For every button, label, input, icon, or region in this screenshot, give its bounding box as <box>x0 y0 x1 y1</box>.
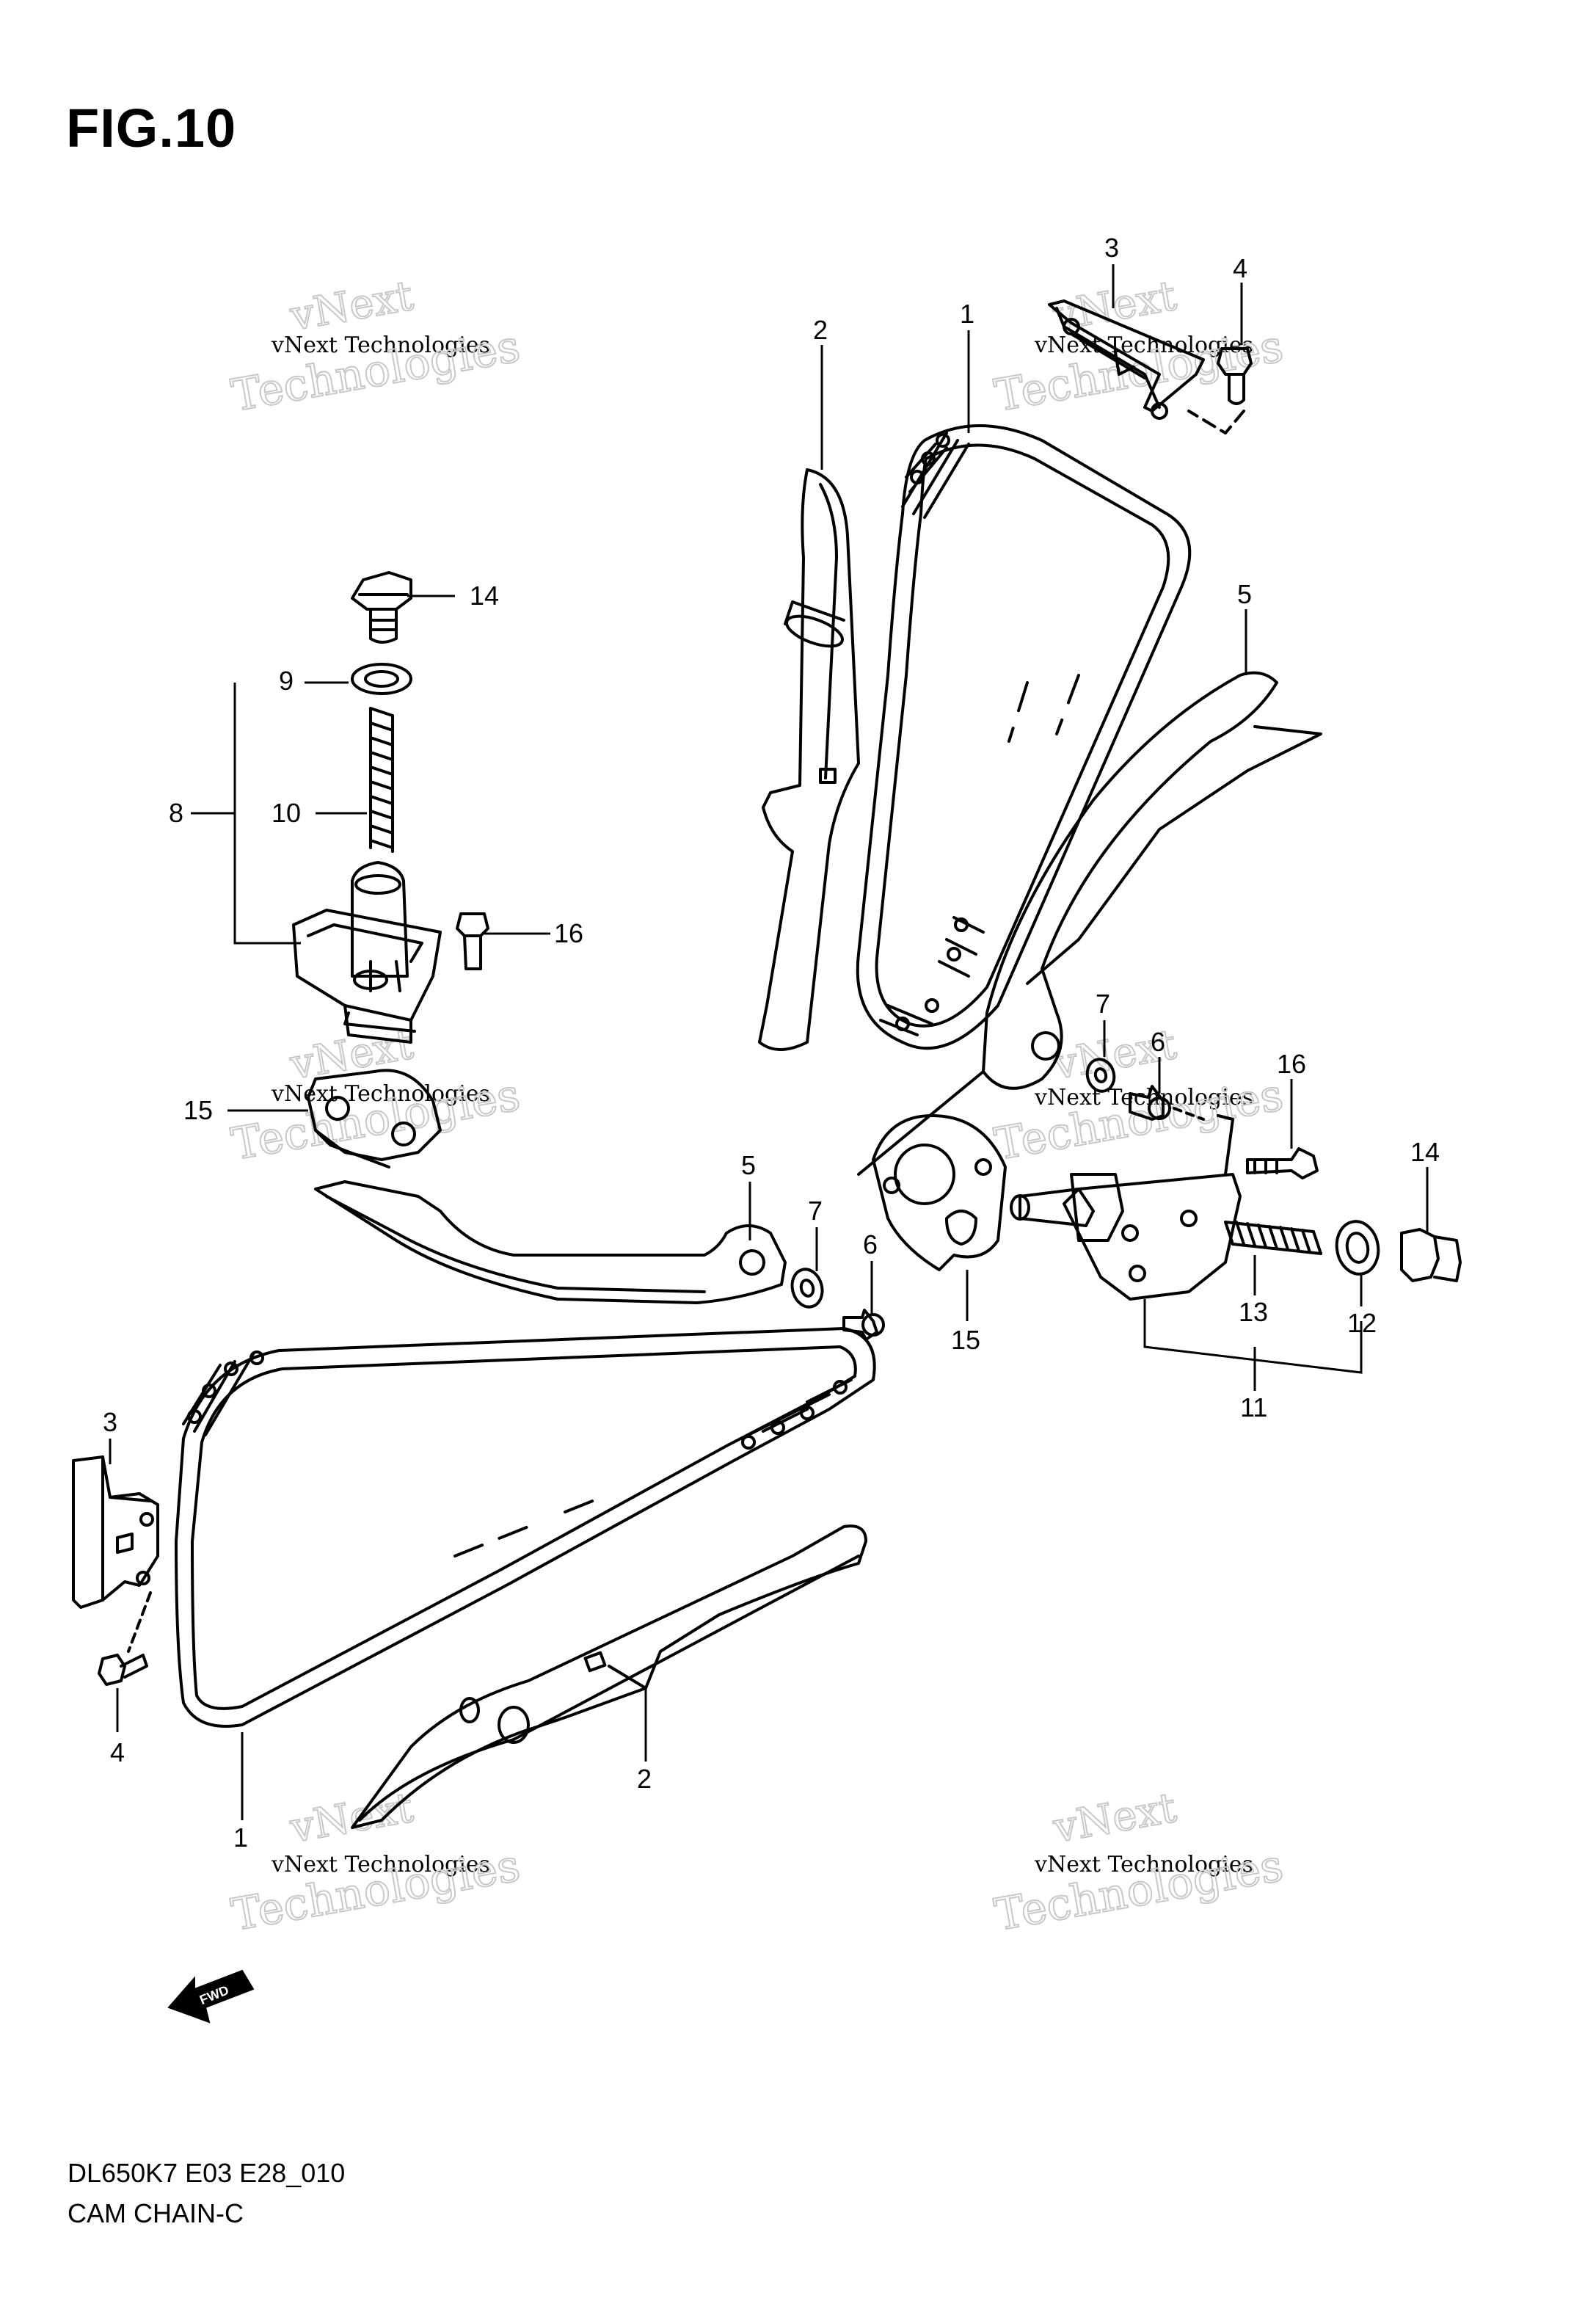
svg-text:vNext: vNext <box>286 272 417 341</box>
chain-guide-bracket-top <box>1048 299 1205 420</box>
dash-bolt6-right <box>1173 1107 1205 1121</box>
diagram-code: DL650K7 E03 E28_010 <box>68 2158 346 2188</box>
callout-5-right: 5 <box>1237 579 1252 609</box>
tensioner-body-11 <box>1010 1173 1242 1301</box>
watermark-mid-left: vNext Technologies vNext Technologies <box>227 1020 524 1171</box>
spring-13 <box>1224 1221 1322 1255</box>
callout-5-mid: 5 <box>741 1150 756 1180</box>
leader-lines <box>109 264 1429 1820</box>
washer-9 <box>351 663 412 695</box>
callout-3-bottom: 3 <box>103 1407 117 1437</box>
chain-links-lower-right <box>740 1378 853 1450</box>
washer-12 <box>1335 1220 1380 1276</box>
callout-15-mid: 15 <box>951 1325 980 1355</box>
tensioner-body-8 <box>292 861 442 1044</box>
cam-chain-upper <box>856 424 1192 1050</box>
callout-6-mid: 6 <box>863 1229 878 1259</box>
watermark-bottom-right: vNext Technologies vNext Technologies <box>990 1784 1287 1942</box>
figure-title: FIG.10 <box>66 98 237 159</box>
callout-7-right: 7 <box>1096 989 1110 1019</box>
svg-text:vNext Technologies: vNext Technologies <box>1034 332 1253 358</box>
svg-text:vNext Technologies: vNext Technologies <box>1034 1852 1253 1877</box>
bolt-4-lower <box>98 1654 148 1686</box>
callout-14-right: 14 <box>1410 1137 1440 1167</box>
callout-10: 10 <box>272 798 301 828</box>
chain-links-upper-top <box>901 432 970 519</box>
callout-15-left: 15 <box>183 1095 213 1125</box>
bolt-16-left <box>456 912 489 970</box>
bolt-14-left <box>351 571 412 644</box>
chain-guide-lower <box>351 1524 867 1829</box>
callout-11: 11 <box>1240 1392 1267 1422</box>
callout-1-bottom: 1 <box>233 1822 248 1853</box>
svg-text:vNext Technologies: vNext Technologies <box>271 332 490 358</box>
callout-16-left: 16 <box>554 918 583 948</box>
bolt-14-right <box>1400 1228 1462 1282</box>
callout-1-top: 1 <box>960 299 974 329</box>
washer-7-right <box>1085 1058 1116 1093</box>
bolt-6-mid <box>842 1309 885 1341</box>
gasket-15-left <box>307 1069 442 1168</box>
chain-tensioner-upper-right <box>982 671 1322 1090</box>
callout-3-top: 3 <box>1104 233 1119 263</box>
cam-chain-lower <box>175 1327 876 1728</box>
callout-7-mid: 7 <box>808 1196 823 1226</box>
chain-guide-upper <box>758 468 860 1051</box>
callout-9: 9 <box>279 666 294 696</box>
callout-2-top: 2 <box>813 315 828 345</box>
watermark-top-left: vNext Technologies vNext Technologies <box>227 272 524 423</box>
callout-14-left: 14 <box>470 581 499 611</box>
fwd-arrow-icon: FWD <box>167 1969 255 2024</box>
bolt-top-4 <box>1217 347 1253 405</box>
chain-tensioner-middle <box>314 1180 787 1304</box>
callout-6-right: 6 <box>1151 1027 1165 1057</box>
svg-text:vNext: vNext <box>286 1021 417 1089</box>
bolt-6-right <box>1129 1085 1171 1121</box>
chain-guide-bracket-lower <box>72 1455 159 1609</box>
bolt-16-right <box>1246 1147 1319 1179</box>
callout-labels: 1 2 3 4 5 14 9 8 10 16 15 7 6 16 14 5 7 … <box>103 233 1440 1853</box>
callout-2-bottom: 2 <box>637 1764 652 1794</box>
callout-16-right: 16 <box>1277 1049 1306 1079</box>
chain-links-lower-left <box>182 1351 264 1436</box>
svg-text:vNext: vNext <box>286 1784 417 1853</box>
gasket-15-mid <box>872 1114 1007 1271</box>
watermarks: vNext Technologies vNext Technologies vN… <box>227 272 1287 1942</box>
dash-bolt16-right <box>1217 1114 1234 1176</box>
callout-12: 12 <box>1347 1308 1377 1338</box>
callout-4-top: 4 <box>1233 253 1247 283</box>
chain-links-upper-bottom <box>879 916 985 1036</box>
diagram-name: CAM CHAIN-C <box>68 2198 244 2228</box>
washer-7-mid <box>790 1268 824 1309</box>
callout-8: 8 <box>169 798 183 828</box>
dash-bolt-top <box>1187 410 1245 435</box>
callout-4-bottom: 4 <box>110 1737 125 1767</box>
svg-text:vNext: vNext <box>1049 1784 1180 1853</box>
dash-bolt4-lower <box>127 1591 152 1653</box>
callout-13: 13 <box>1239 1297 1268 1327</box>
leader-gasket-to-guide <box>857 1070 985 1176</box>
spring-10 <box>369 707 394 853</box>
svg-text:vNext Technologies: vNext Technologies <box>271 1852 490 1877</box>
svg-text:vNext Technologies: vNext Technologies <box>271 1081 490 1107</box>
